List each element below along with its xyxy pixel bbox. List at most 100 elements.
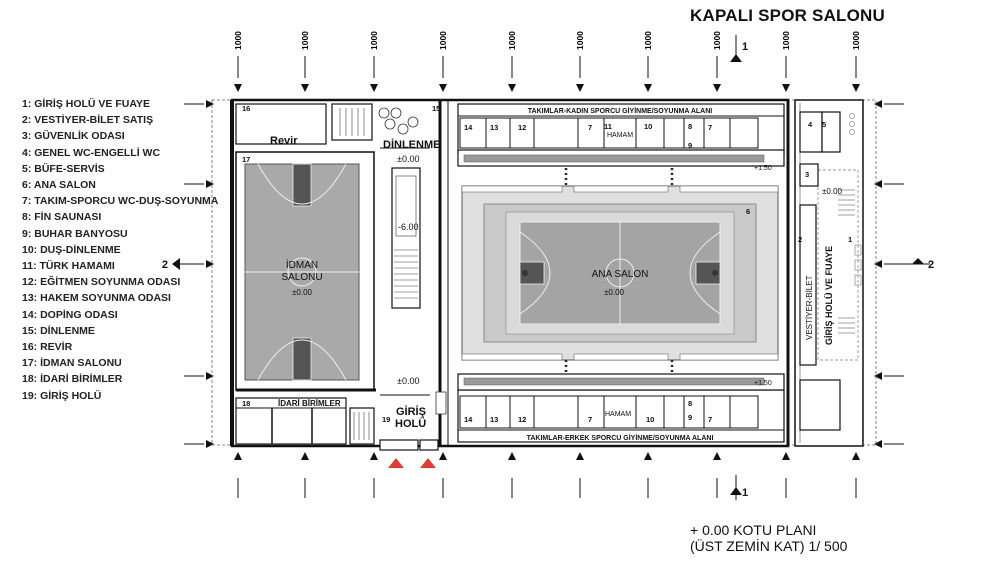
room-number: 14 bbox=[464, 123, 473, 132]
legend-item: 13: HAKEM SOYUNMA ODASI bbox=[22, 292, 171, 305]
revir-room bbox=[235, 103, 327, 145]
locker-room bbox=[459, 117, 487, 149]
revir-label: Revir bbox=[270, 135, 298, 147]
locker-room bbox=[703, 117, 731, 149]
grid-marker bbox=[576, 84, 584, 92]
legend-item: 1: GİRİŞ HOLÜ VE FUAYE bbox=[22, 98, 150, 110]
drawing-title: KAPALI SPOR SALONU bbox=[690, 6, 886, 25]
level-hol: ±0.00 bbox=[397, 376, 419, 386]
room-number: 3 bbox=[805, 170, 809, 179]
level-dinlenme: ±0.00 bbox=[397, 154, 419, 164]
giris-label-2: HOLÜ bbox=[395, 417, 426, 430]
grid-marker bbox=[206, 372, 214, 380]
foyer-outline bbox=[817, 169, 859, 361]
idman-label-1: İDMAN bbox=[286, 258, 318, 271]
room-number: 13 bbox=[490, 123, 498, 132]
plan-caption: + 0.00 KOTU PLANI (ÜST ZEMİN KAT) 1/ 500 bbox=[690, 522, 847, 554]
grid-dimension-label: 1000 bbox=[712, 31, 722, 50]
section-mark-top: 1 bbox=[742, 41, 748, 53]
legend-item: 16: REVİR bbox=[22, 341, 73, 354]
grid-marker bbox=[206, 260, 214, 268]
room-number: 2 bbox=[798, 235, 802, 244]
grid-marker bbox=[782, 452, 790, 460]
grid-marker bbox=[508, 84, 516, 92]
grid-marker bbox=[206, 100, 214, 108]
room-number: 9 bbox=[688, 413, 692, 422]
room-number: 6 bbox=[746, 207, 750, 216]
plan-caption-line1: + 0.00 KOTU PLANI bbox=[690, 522, 817, 538]
room-number: 12 bbox=[518, 415, 526, 424]
room-number: 7 bbox=[588, 123, 592, 132]
grid-marker bbox=[234, 84, 242, 92]
locker-room bbox=[577, 117, 605, 149]
hamam-top-label: HAMAM bbox=[607, 132, 633, 139]
idari-room bbox=[235, 397, 347, 445]
room-number: 10 bbox=[646, 415, 654, 424]
section-mark-right: 2 bbox=[928, 259, 934, 271]
locker-room bbox=[485, 117, 511, 149]
locker-room bbox=[603, 117, 637, 149]
grid-marker bbox=[576, 452, 584, 460]
grid-dimension-label: 1000 bbox=[369, 31, 379, 50]
grid-dimension-label: 1000 bbox=[643, 31, 653, 50]
ana-level: ±0.00 bbox=[604, 288, 625, 297]
room-legend: 1: GİRİŞ HOLÜ VE FUAYE 2: VESTİYER-BİLET… bbox=[22, 96, 218, 404]
locker-room bbox=[533, 395, 579, 429]
room-number: 7 bbox=[708, 415, 712, 424]
grid-marker bbox=[713, 84, 721, 92]
grid-marker bbox=[439, 452, 447, 460]
legend-item: 2: VESTİYER-BİLET SATIŞ bbox=[22, 114, 154, 127]
locker-room bbox=[663, 117, 685, 149]
grid-dimension-label: 1000 bbox=[507, 31, 517, 50]
grid-marker bbox=[874, 100, 882, 108]
locker-room bbox=[577, 395, 605, 429]
grid-marker bbox=[508, 452, 516, 460]
room-number: 9 bbox=[688, 141, 692, 150]
idari-label: İDARİ BİRİMLER bbox=[278, 399, 341, 408]
locker-room bbox=[703, 395, 731, 429]
locker-room bbox=[509, 117, 535, 149]
room-number: 11 bbox=[604, 122, 612, 131]
locker-room bbox=[485, 395, 511, 429]
grid-marker bbox=[206, 440, 214, 448]
grid-marker bbox=[782, 84, 790, 92]
grid-dimension-label: 1000 bbox=[438, 31, 448, 50]
grid-marker bbox=[874, 180, 882, 188]
grid-marker bbox=[439, 84, 447, 92]
room-number: 14 bbox=[464, 415, 473, 424]
legend-item: 8: FİN SAUNASI bbox=[22, 211, 102, 224]
legend-item: 14: DOPİNG ODASI bbox=[22, 308, 118, 321]
legend-item: 5: BÜFE-SERVİS bbox=[22, 162, 105, 175]
locker-room bbox=[533, 117, 579, 149]
locker-room bbox=[509, 395, 535, 429]
locker-room bbox=[729, 395, 759, 429]
locker-room bbox=[635, 395, 665, 429]
vestiyer-counter bbox=[799, 204, 817, 366]
level-tribune-top: +1.50 bbox=[754, 165, 772, 172]
idman-label-2: SALONU bbox=[281, 272, 322, 283]
grid-marker bbox=[713, 452, 721, 460]
room-number: 12 bbox=[518, 123, 526, 132]
legend-item: 18: İDARİ BİRİMLER bbox=[22, 373, 123, 386]
room-number: 8 bbox=[688, 399, 692, 408]
locker-room bbox=[729, 117, 759, 149]
legend-item: 6: ANA SALON bbox=[22, 179, 96, 192]
legend-item: 10: DUŞ-DİNLENME bbox=[22, 243, 121, 256]
locker-rooms-top bbox=[459, 117, 759, 149]
locker-room bbox=[663, 395, 685, 429]
legend-item: 17: İDMAN SALONU bbox=[22, 357, 122, 370]
legend-item: 15: DİNLENME bbox=[22, 324, 95, 337]
grid-marker bbox=[301, 452, 309, 460]
section-mark-left: 2 bbox=[162, 259, 168, 271]
grid-marker bbox=[234, 452, 242, 460]
grid-marker bbox=[874, 440, 882, 448]
grid-marker bbox=[370, 452, 378, 460]
grid-dimension-label: 1000 bbox=[781, 31, 791, 50]
legend-item: 3: GÜVENLİK ODASI bbox=[22, 130, 125, 143]
dinlenme-furniture bbox=[378, 107, 419, 135]
ana-salon-label: ANA SALON bbox=[592, 269, 649, 280]
level-foyer: ±0.00 bbox=[822, 187, 843, 196]
room-number: 15 bbox=[432, 104, 440, 113]
room-number: 16 bbox=[242, 104, 250, 113]
